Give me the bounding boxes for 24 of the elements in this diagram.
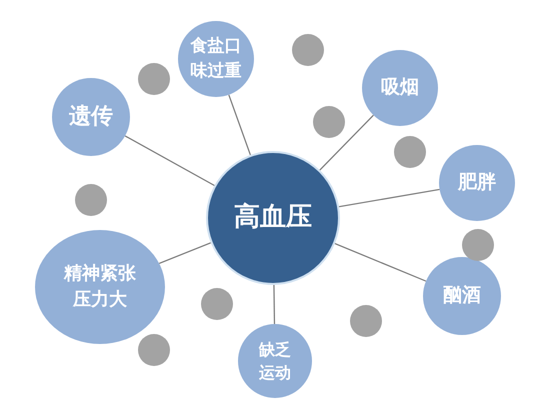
connector-line [334, 243, 426, 282]
connector-line [338, 188, 440, 208]
topic-circle: 缺乏运动 [238, 324, 312, 398]
topic-circle: 遗传 [52, 78, 130, 156]
decorative-circle [462, 229, 494, 261]
decorative-circle [292, 34, 324, 66]
decorative-circle [75, 184, 107, 216]
decorative-circle [313, 106, 345, 138]
connector-line [319, 114, 374, 170]
topic-circle: 食盐口味过重 [178, 21, 254, 97]
connector-line [228, 94, 251, 156]
decorative-circle [138, 63, 170, 95]
topic-circle: 吸烟 [362, 50, 438, 126]
topic-circle: 肥胖 [439, 145, 515, 221]
decorative-circle [138, 334, 170, 366]
connector-line [124, 135, 215, 186]
decorative-circle [350, 305, 382, 337]
topic-circle: 酗酒 [423, 257, 501, 335]
central-circle: 高血压 [206, 151, 340, 285]
decorative-circle [394, 136, 426, 168]
connector-line [158, 242, 211, 264]
decorative-circle [201, 288, 233, 320]
connector-line [273, 284, 276, 324]
topic-circle: 精神紧张压力大 [35, 230, 165, 344]
